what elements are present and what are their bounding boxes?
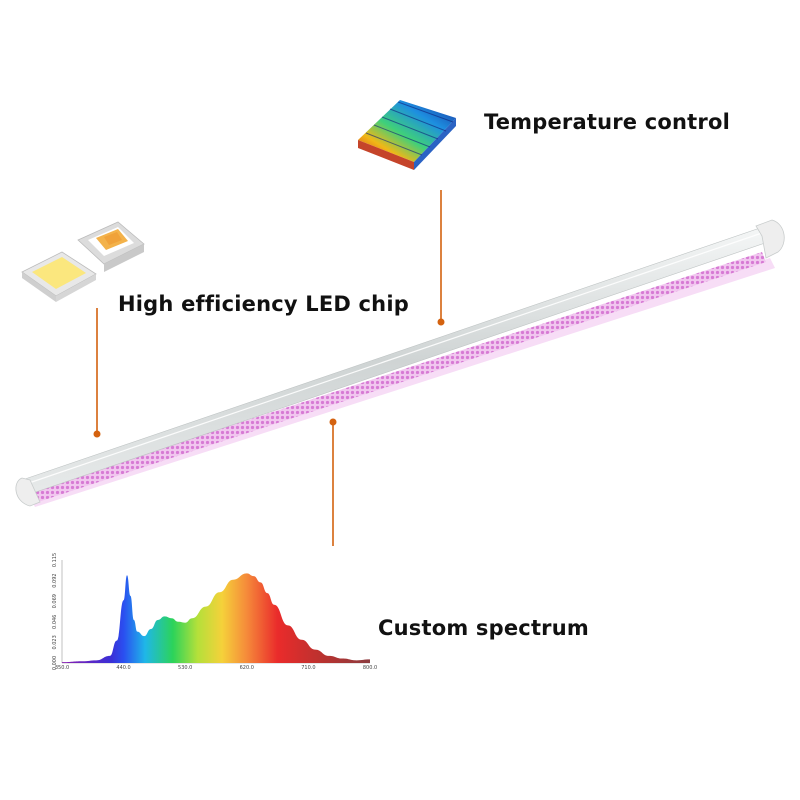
spectrum-area	[62, 573, 370, 663]
spectrum-x-ticks: 350.0 440.0 530.0 620.0 710.0 800.0	[55, 665, 377, 671]
spectrum-y-tick-label: 0.115	[52, 553, 58, 567]
spectrum-y-tick-label: 0.023	[52, 635, 58, 649]
spectrum-x-tick-label: 620.0	[240, 665, 254, 671]
callout-dot-chip	[93, 430, 101, 438]
spectrum-y-tick-label: 0.046	[52, 615, 58, 629]
spectrum-x-tick-label: 710.0	[301, 665, 315, 671]
tube-highlight	[25, 232, 763, 485]
callout-dot-temperature	[437, 318, 445, 326]
spectrum-y-tick-label: 0.092	[52, 573, 58, 587]
callout-dot-spectrum	[329, 418, 337, 426]
tube-led-strip	[34, 252, 766, 502]
tube-end-cap-left	[15, 477, 41, 507]
spectrum-x-tick-label: 440.0	[116, 665, 130, 671]
heatsink-thermal-icon	[358, 100, 456, 170]
spectrum-x-tick-label: 530.0	[178, 665, 192, 671]
temperature-control-label: Temperature control	[484, 110, 731, 134]
led-chip-label: High efficiency LED chip	[118, 292, 409, 316]
tube-end-cap-right	[755, 219, 785, 259]
smd-led-chip-icon	[21, 221, 145, 302]
callout-lines	[93, 190, 445, 546]
custom-spectrum-label: Custom spectrum	[378, 616, 589, 640]
spectrum-y-ticks: 0.000 0.023 0.046 0.069 0.092 0.115	[52, 553, 58, 670]
spectrum-x-tick-label: 350.0	[55, 665, 69, 671]
spectrum-x-tick-label: 800.0	[363, 665, 377, 671]
led-tube	[15, 219, 785, 507]
spectrum-y-tick-label: 0.000	[52, 656, 58, 670]
spectrum-y-tick-label: 0.069	[52, 594, 58, 608]
